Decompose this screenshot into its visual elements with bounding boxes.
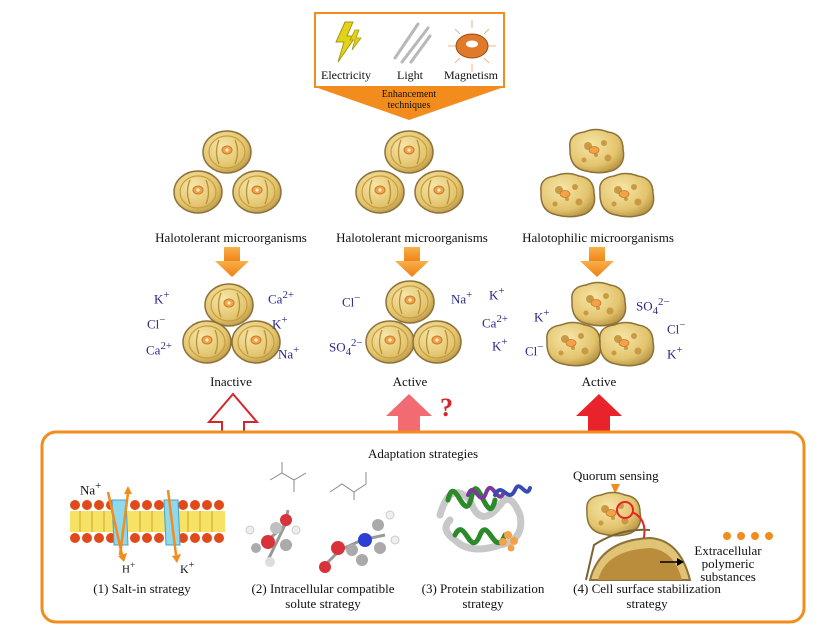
ion-label: K+ [154,289,170,307]
magnet-ring-icon [448,20,496,72]
organism-label-1: Halotolerant microorganisms [155,230,307,245]
enhancement-electricity-label: Electricity [321,68,371,82]
ion-label: SO42− [329,337,363,358]
strategy-caption-line1: (2) Intracellular compatible [251,581,395,596]
status-label-1: Inactive [210,374,252,389]
ion-label: Cl− [147,314,166,332]
strategy-caption-line1: (1) Salt-in strategy [93,581,191,596]
inactive-arrow [206,392,260,439]
ion-label: K+ [492,336,508,354]
strategy-caption-line2: solute strategy [285,596,361,611]
strategy-caption-line1: (3) Protein stabilization [421,581,545,596]
ion-label: Na+ [451,289,473,307]
salt-in-ion-h: H+ [122,560,136,576]
organism-label-2: Halotolerant microorganisms [336,230,488,245]
light-beam-icon [393,22,432,64]
enhancement-magnetism-label: Magnetism [444,68,498,82]
salt-in-ion-na: Na+ [80,480,102,498]
lightning-icon [335,21,362,63]
adaptation-title: Adaptation strategies [367,446,479,461]
ion-label: Ca2+ [268,289,294,307]
down-arrow-2 [395,247,429,277]
down-arrow-3 [580,247,614,277]
organism-label-3: Halotophilic microorganisms [522,230,674,245]
strategy-caption-line2: strategy [462,596,504,611]
ion-label: Cl− [342,292,361,310]
compatible-solute-molecules [245,462,400,573]
enhancement-funnel [315,87,504,120]
more-dots [723,532,773,540]
active-arrow-red [576,394,622,438]
status-label-3: Active [581,374,617,389]
ion-label: Cl− [667,319,686,337]
cell-cluster-2-mid [365,280,462,364]
cell-cluster-1-top [173,130,282,214]
enhancement-light-label: Light [397,68,423,82]
strategy-caption-4: (4) Cell surface stabilization strategy [573,581,721,611]
strategy-caption-line2: strategy [626,596,668,611]
question-mark: ? [440,393,453,422]
ion-label: K+ [667,344,683,362]
eps-label-1: Extracellular [694,543,762,558]
cell-surface-illustration [585,484,773,581]
quorum-sensing-label: Quorum sensing [573,468,659,483]
status-label-2: Active [392,374,428,389]
strategy-caption-3: (3) Protein stabilization strategy [422,581,545,611]
cell-cluster-2-top [355,130,464,214]
down-arrow-1 [215,247,249,277]
ion-label: K+ [534,307,550,325]
active-arrow-pink [386,394,432,438]
ion-label: K+ [489,285,505,303]
enhancement-subtitle-2: techniques [387,100,431,111]
ion-label: K+ [272,314,288,332]
cell-cluster-3-top [540,128,655,218]
strategy-caption-line1: (4) Cell surface stabilization [573,581,721,596]
eps-label-2: polymeric [701,556,755,571]
ion-label: Ca2+ [482,313,508,331]
cell-cluster-1-mid [182,283,281,364]
membrane-illustration [70,486,225,563]
strategy-caption-1: (1) Salt-in strategy [93,581,190,596]
enhancement-panel [314,12,505,120]
ion-label: Ca2+ [146,340,172,358]
eps-label-3: substances [700,569,756,584]
ion-label: Na+ [278,344,300,362]
protein-ribbon-illustration [436,484,532,553]
salt-in-ion-k: K+ [180,560,195,576]
enhancement-subtitle-1: Enhancement [381,89,437,100]
strategy-caption-2: (2) Intracellular compatible solute stra… [252,581,395,611]
ion-label: Cl− [525,341,544,359]
cell-cluster-3-mid [546,281,655,367]
ion-label: SO42− [636,296,670,317]
